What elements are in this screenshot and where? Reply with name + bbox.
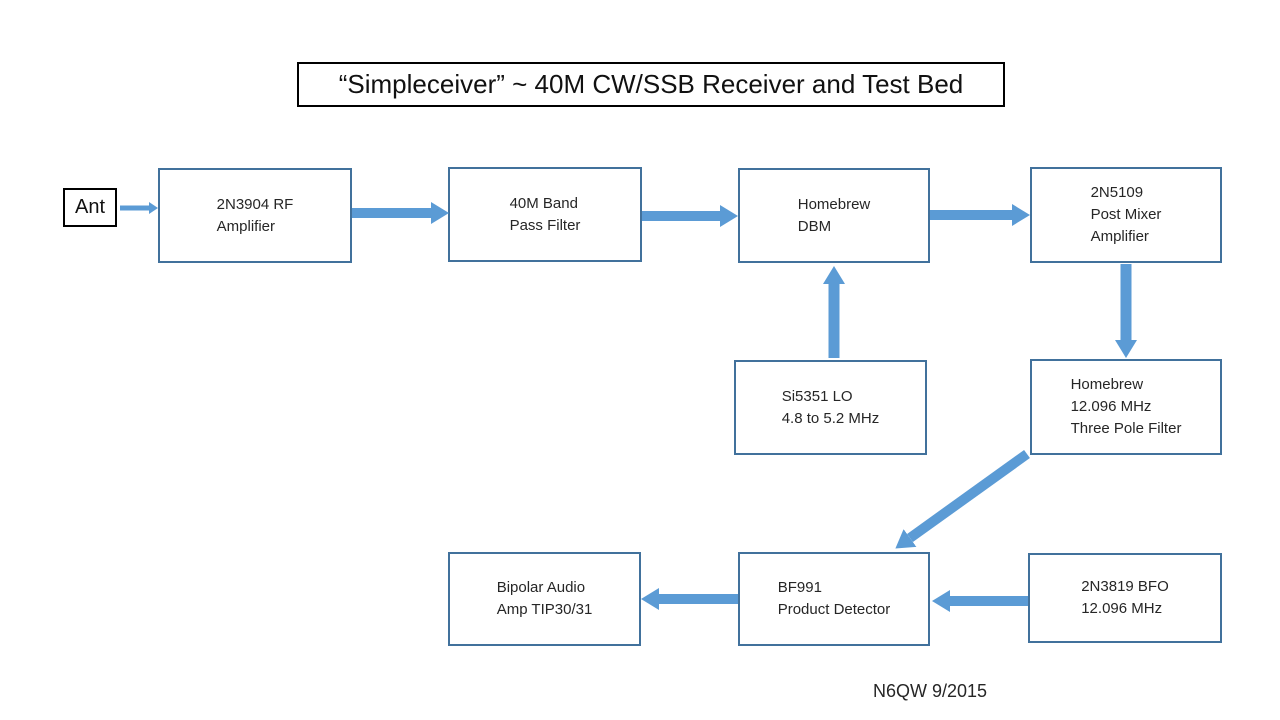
block-three-pole-filter-label: Homebrew 12.096 MHz Three Pole Filter (1070, 376, 1182, 437)
block-post-mixer-amplifier-label: 2N5109 Post Mixer Amplifier (1090, 184, 1162, 245)
block-rf-amplifier: 2N3904 RF Amplifier (158, 168, 352, 263)
diagram-title-text: “Simpleceiver” ~ 40M CW/SSB Receiver and… (338, 69, 964, 99)
block-local-oscillator: Si5351 LO 4.8 to 5.2 MHz (734, 360, 927, 455)
block-post-mixer-amplifier: 2N5109 Post Mixer Amplifier (1030, 167, 1222, 263)
block-audio-amplifier: Bipolar Audio Amp TIP30/31 (448, 552, 641, 646)
block-antenna-label: Ant (74, 196, 106, 218)
block-audio-amplifier-label: Bipolar Audio Amp TIP30/31 (496, 579, 593, 618)
block-bfo: 2N3819 BFO 12.096 MHz (1028, 553, 1222, 643)
block-dbm-mixer: Homebrew DBM (738, 168, 930, 263)
block-band-pass-filter: 40M Band Pass Filter (448, 167, 642, 262)
block-bfo-label: 2N3819 BFO 12.096 MHz (1081, 578, 1169, 617)
diagram-title: “Simpleceiver” ~ 40M CW/SSB Receiver and… (297, 62, 1005, 107)
block-product-detector: BF991 Product Detector (738, 552, 930, 646)
block-product-detector-label: BF991 Product Detector (777, 579, 891, 618)
arrow-three-pole-filter-to-product-detector (895, 449, 1030, 549)
block-three-pole-filter: Homebrew 12.096 MHz Three Pole Filter (1030, 359, 1222, 455)
author-credit: N6QW 9/2015 (872, 681, 988, 701)
block-rf-amplifier-label: 2N3904 RF Amplifier (216, 195, 294, 235)
block-local-oscillator-label: Si5351 LO 4.8 to 5.2 MHz (781, 387, 880, 427)
block-antenna: Ant (63, 188, 117, 227)
block-band-pass-filter-label: 40M Band Pass Filter (509, 194, 581, 234)
block-dbm-mixer-label: Homebrew DBM (797, 195, 871, 235)
